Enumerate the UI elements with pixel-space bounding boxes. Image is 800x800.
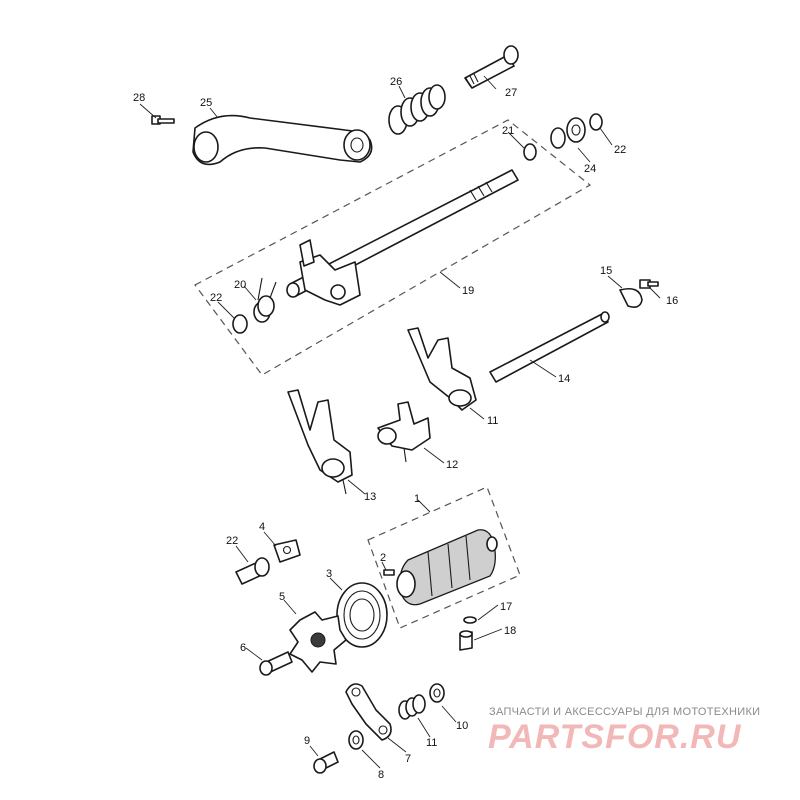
callout-10: 10: [456, 720, 468, 732]
part-17-bolt: [639, 279, 659, 289]
callout-14: 13: [364, 491, 376, 503]
callout-22-top: 21: [502, 125, 514, 137]
part-15-fork-rod: [489, 311, 610, 383]
callout-17: 16: [666, 295, 678, 307]
part-18-bolt: [459, 630, 473, 651]
callout-19: 17: [500, 601, 512, 613]
part-9-bolt: [313, 751, 339, 774]
callout-9: 9: [304, 735, 310, 747]
callout-6: 6: [240, 642, 246, 654]
part-4-plate: [273, 539, 301, 563]
callout-21: 20: [234, 279, 246, 291]
callout-12: 11: [487, 415, 498, 427]
callout-2: 2: [380, 552, 386, 564]
part-26-spring: [388, 84, 446, 135]
callout-23: 22: [226, 535, 238, 547]
part-13-shift-fork: [377, 401, 431, 463]
watermark-logo: PARTSFOR.RU: [488, 718, 742, 756]
callout-25: 25: [200, 97, 212, 109]
callout-18: 18: [504, 625, 516, 637]
callout-16: 15: [600, 265, 612, 277]
part-2-pin: [383, 569, 395, 576]
part-6-bolt: [259, 651, 293, 676]
callout-26: 26: [390, 76, 402, 88]
callout-13: 12: [446, 459, 458, 471]
group-outline-drum: [367, 486, 521, 629]
callout-4: 4: [259, 521, 265, 533]
part-25-gear-lever: [192, 114, 373, 166]
callout-1: 1: [414, 493, 420, 505]
callout-20: 19: [462, 285, 474, 297]
callout-labels: 28 25 26 27 21 24 22 20 22 19 15 16 14 1…: [133, 76, 678, 781]
part-14-shift-fork: [287, 389, 353, 495]
part-11-spring: [398, 694, 426, 720]
part-5-star-cam: [289, 611, 347, 673]
leader-lines: [139, 75, 661, 769]
part-28-bolt: [151, 115, 175, 125]
part-12-shift-fork: [407, 327, 477, 411]
part-16-clip: [619, 287, 643, 308]
part-8-washer: [348, 730, 364, 750]
callout-27: 27: [505, 87, 517, 99]
group-outline-shift-shaft: [194, 119, 592, 376]
callout-3: 3: [326, 568, 332, 580]
part-19-washer: [463, 616, 477, 624]
callout-15: 14: [558, 373, 570, 385]
callout-7: 7: [405, 753, 411, 765]
part-1-selector-drum: [396, 529, 498, 606]
callout-24: 24: [584, 163, 596, 175]
callout-28: 28: [133, 92, 145, 104]
callout-22-right: 22: [614, 144, 626, 156]
watermark-tagline: ЗАПЧАСТИ И АКСЕССУАРЫ ДЛЯ МОТОТЕХНИКИ: [489, 706, 761, 718]
part-10-washer: [429, 683, 445, 703]
part-3-bearing: [336, 582, 388, 648]
callout-8: 8: [378, 769, 384, 781]
part-7-detent-arm: [345, 683, 392, 741]
part-27-pin: [464, 45, 519, 89]
callout-11: 11: [426, 737, 437, 749]
callout-22-left: 22: [210, 292, 222, 304]
callout-5: 5: [279, 591, 285, 603]
part-22-24-washers: [232, 113, 603, 334]
part-21-spring: [253, 277, 277, 323]
part-23-bolt: [235, 557, 270, 585]
part-20-shift-shaft: [286, 169, 519, 306]
